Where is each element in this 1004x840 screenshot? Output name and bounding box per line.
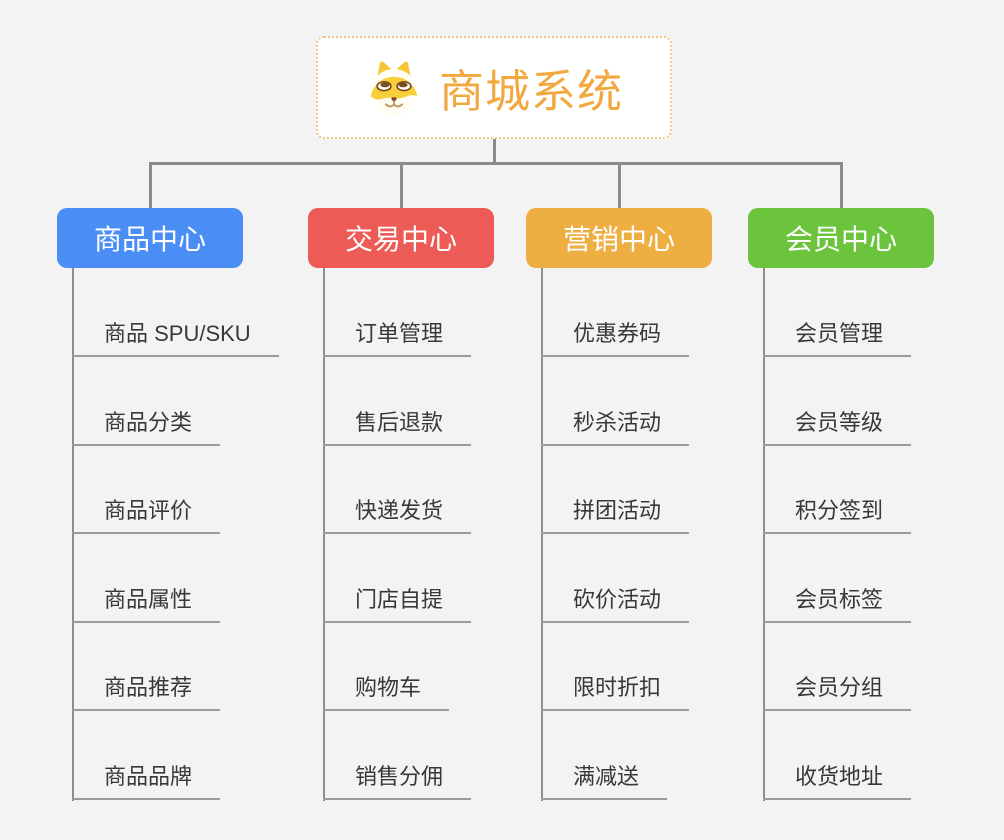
leaf-node[interactable]: 收货地址 xyxy=(763,762,912,800)
leaf-node[interactable]: 商品评价 xyxy=(72,496,221,535)
branch-node[interactable]: 会员中心 xyxy=(748,208,934,268)
root-node[interactable]: 商城系统 xyxy=(316,36,672,139)
leaf-node[interactable]: 购物车 xyxy=(323,673,450,712)
leaf-node[interactable]: 商品推荐 xyxy=(72,673,221,712)
leaf-node[interactable]: 销售分佣 xyxy=(323,762,472,800)
leaf-node[interactable]: 商品属性 xyxy=(72,585,221,623)
root-connector-line xyxy=(492,139,496,163)
leaf-node[interactable]: 商品品牌 xyxy=(72,762,221,800)
leaf-node[interactable]: 会员管理 xyxy=(763,319,912,357)
leaf-node[interactable]: 商品 SPU/SKU xyxy=(72,319,279,357)
leaf-node[interactable]: 优惠券码 xyxy=(541,319,690,357)
branch-label: 营销中心 xyxy=(562,224,675,255)
branch-trunk-line xyxy=(541,268,543,801)
leaf-node[interactable]: 订单管理 xyxy=(323,319,472,357)
branch-connector-line xyxy=(399,162,403,208)
branch-trunk-line xyxy=(72,268,74,801)
branch-label: 会员中心 xyxy=(784,224,897,255)
branch-trunk-line xyxy=(323,268,325,801)
leaf-node[interactable]: 会员标签 xyxy=(763,585,912,623)
root-title: 商城系统 xyxy=(438,66,623,117)
leaf-node[interactable]: 秒杀活动 xyxy=(541,408,690,446)
leaf-node[interactable]: 拼团活动 xyxy=(541,496,690,535)
leaf-node[interactable]: 门店自提 xyxy=(323,585,472,623)
leaf-node[interactable]: 积分签到 xyxy=(763,496,912,535)
leaf-node[interactable]: 会员等级 xyxy=(763,408,912,446)
branch-connector-line xyxy=(617,162,621,208)
branch-trunk-line xyxy=(763,268,765,801)
branch-label: 交易中心 xyxy=(344,224,457,255)
branch-node[interactable]: 商品中心 xyxy=(57,208,243,268)
branch-node[interactable]: 交易中心 xyxy=(308,208,494,268)
branch-connector-line xyxy=(148,162,152,208)
leaf-node[interactable]: 快递发货 xyxy=(323,496,472,535)
leaf-node[interactable]: 售后退款 xyxy=(323,408,472,446)
leaf-node[interactable]: 会员分组 xyxy=(763,673,912,712)
leaf-node[interactable]: 满减送 xyxy=(541,762,668,800)
branches-horizontal-line xyxy=(148,162,843,165)
branch-connector-line xyxy=(839,162,843,208)
doge-icon xyxy=(370,60,418,116)
leaf-node[interactable]: 商品分类 xyxy=(72,408,221,446)
leaf-node[interactable]: 砍价活动 xyxy=(541,585,690,623)
branch-node[interactable]: 营销中心 xyxy=(526,208,712,268)
branch-label: 商品中心 xyxy=(93,224,206,255)
leaf-node[interactable]: 限时折扣 xyxy=(541,673,690,712)
